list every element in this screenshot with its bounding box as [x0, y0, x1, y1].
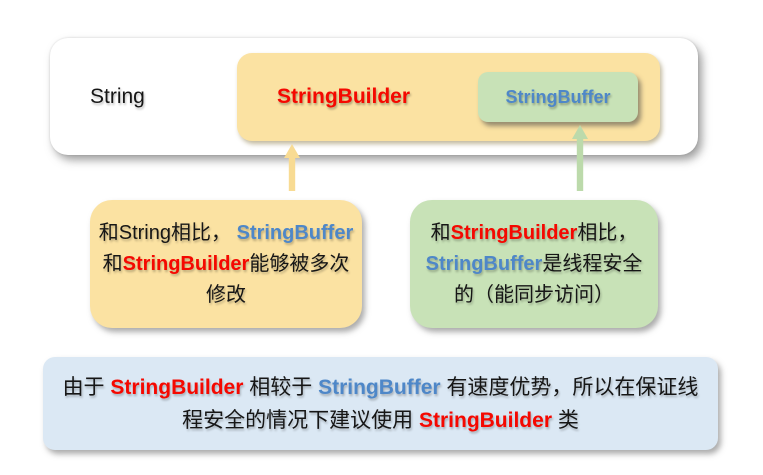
note-text-segment: 能够被多次	[249, 252, 350, 275]
note-text-segment: 由于	[62, 375, 111, 399]
stringbuilder-box: StringBuilder StringBuffer	[237, 53, 660, 141]
note-text-segment: 的（能同步访问）	[454, 283, 614, 306]
note-text-segment: 有速度优势，所以在保证线	[440, 375, 699, 399]
note-text-segment: 相较于	[243, 375, 319, 399]
note-line: 由于 StringBuilder 相较于 StringBuffer 有速度优势，…	[63, 371, 699, 404]
note-text-segment: 是线程安全	[542, 252, 643, 275]
up-arrow-yellow-icon	[284, 144, 300, 191]
note-text-segment: 修改	[206, 283, 246, 306]
string-box: String StringBuilder StringBuffer	[50, 38, 698, 155]
note-text-segment: StringBuffer	[425, 252, 543, 275]
note-text-segment: 程安全的情况下建议使用	[182, 408, 419, 432]
note-line: 和String相比， StringBuffer	[99, 218, 353, 249]
string-label: String	[90, 84, 145, 108]
up-arrow-green-icon	[572, 125, 588, 191]
note-text-segment: StringBuffer	[318, 375, 441, 399]
note-text-segment: StringBuilder	[122, 252, 250, 275]
note-text-segment: StringBuilder	[110, 375, 244, 399]
stringbuffer-box: StringBuffer	[478, 72, 638, 122]
bottom-note-box: 由于 StringBuilder 相较于 StringBuffer 有速度优势，…	[43, 357, 718, 450]
note-line: 和StringBuilder能够被多次	[103, 249, 350, 280]
note-line: 程安全的情况下建议使用 StringBuilder 类	[182, 404, 579, 437]
stringbuilder-label: StringBuilder	[277, 85, 411, 108]
note-text-segment: StringBuffer	[236, 221, 354, 244]
note-text-segment: 相比，	[577, 221, 638, 244]
note-text-segment: 和String相比，	[98, 221, 237, 244]
note-line: 的（能同步访问）	[454, 280, 614, 311]
note-line: StringBuffer是线程安全	[426, 249, 643, 280]
note-text-segment: StringBuilder	[450, 221, 578, 244]
stringbuffer-label: StringBuffer	[505, 86, 611, 107]
note-text-segment: 类	[552, 408, 579, 432]
note-line: 和StringBuilder相比，	[431, 218, 638, 249]
right-note-box: 和StringBuilder相比，StringBuffer是线程安全的（能同步访…	[410, 200, 658, 328]
note-line: 修改	[206, 280, 246, 311]
note-text-segment: StringBuilder	[418, 408, 552, 432]
note-text-segment: 和	[102, 252, 123, 275]
note-text-segment: 和	[430, 221, 451, 244]
